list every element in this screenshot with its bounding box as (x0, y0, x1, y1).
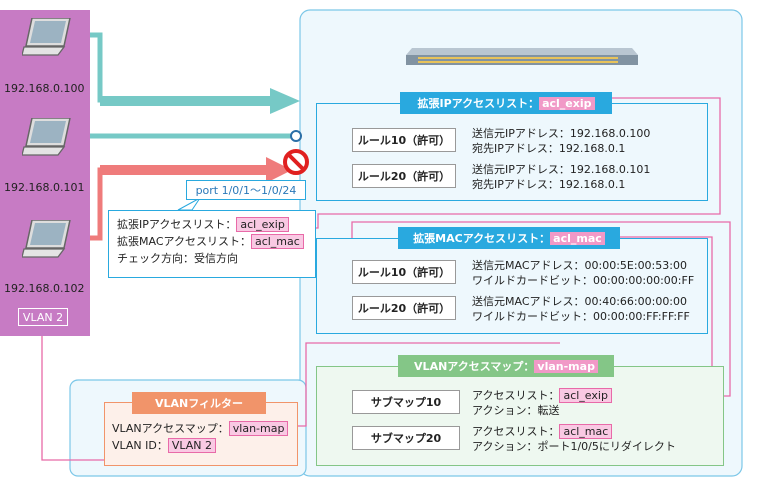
mac-rule-10-wildcard: ワイルドカードビット：00:00:00:00:00:FF (472, 274, 695, 287)
host-ip-1: 192.168.0.100 (4, 82, 85, 95)
pass-circle (290, 130, 302, 142)
vlan-filter-map-value: vlan-map (228, 421, 289, 436)
vlan-map-header-label: VLANアクセスマップ： (414, 360, 535, 373)
ip-rule-10-details: 送信元IPアドレス：192.168.0.100 宛先IPアドレス：192.168… (472, 126, 650, 156)
port-callout-title: port 1/0/1～1/0/24 (186, 180, 306, 200)
vlan-map-header: VLANアクセスマップ：vlan-map (398, 355, 614, 377)
ip-acl-header: 拡張IPアクセスリスト：acl_exip (400, 92, 612, 114)
check-direction: チェック方向：受信方向 (117, 252, 238, 265)
ip-acl-header-value: acl_exip (539, 96, 595, 110)
submap-20-acl-value: acl_mac (559, 424, 613, 439)
arrow-teal-1-shaft (100, 96, 270, 106)
submap-10-acl-value: acl_exip (559, 388, 612, 403)
ip-rule-20-dst: 宛先IPアドレス：192.168.0.1 (472, 178, 626, 191)
laptop-icon (21, 117, 76, 156)
host-ip-3: 192.168.0.102 (4, 282, 85, 295)
mac-rule-10-src: 送信元MACアドレス：00:00:5E:00:53:00 (472, 259, 687, 272)
submap-10-details: アクセスリスト：acl_exip アクション：転送 (472, 388, 612, 418)
mac-rule-20-details: 送信元MACアドレス：00:40:66:00:00:00 ワイルドカードビット：… (472, 294, 690, 324)
submap-10: サブマップ10 (352, 390, 460, 414)
ip-acl-header-label: 拡張IPアクセスリスト： (417, 97, 540, 110)
port-callout: 拡張IPアクセスリスト：acl_exip 拡張MACアクセスリスト：acl_ma… (108, 210, 316, 278)
ip-rule-10: ルール10（許可） (352, 128, 456, 152)
mac-acl-header: 拡張MACアクセスリスト：acl_mac (398, 227, 620, 249)
mac-acl-header-label: 拡張MACアクセスリスト： (413, 232, 551, 245)
arrow-red-shaft (100, 165, 270, 175)
submap-20-action: アクション：ポート1/0/5にリダイレクト (472, 440, 676, 453)
mac-rule-20-wildcard: ワイルドカードビット：00:00:00:FF:FF:FF (472, 310, 690, 323)
ip-acl-label: 拡張IPアクセスリスト： (117, 218, 237, 231)
vlan-filter-id-label: VLAN ID： (112, 439, 168, 452)
ip-acl-value: acl_exip (236, 217, 289, 232)
arrow-red-head (266, 157, 292, 183)
submap-20-acl-label: アクセスリスト： (472, 425, 560, 438)
vlan-filter-map-label: VLANアクセスマップ： (112, 422, 229, 435)
ip-rule-10-dst: 宛先IPアドレス：192.168.0.1 (472, 142, 626, 155)
vlan-filter-details: VLANアクセスマップ：vlan-map VLAN ID：VLAN 2 (112, 420, 289, 454)
ip-rule-10-src: 送信元IPアドレス：192.168.0.100 (472, 127, 651, 140)
mac-rule-20: ルール20（許可） (352, 296, 456, 320)
host-ip-2: 192.168.0.101 (4, 181, 85, 194)
block-icon (283, 149, 309, 175)
laptop-icon (21, 17, 76, 56)
host1-line (77, 32, 260, 103)
mac-acl-header-value: acl_mac (550, 231, 605, 245)
submap-20-details: アクセスリスト：acl_mac アクション：ポート1/0/5にリダイレクト (472, 424, 676, 454)
mac-acl-value: acl_mac (250, 234, 304, 249)
mac-acl-label: 拡張MACアクセスリスト： (117, 235, 251, 248)
vlan-map-header-value: vlan-map (534, 359, 598, 373)
mac-rule-20-src: 送信元MACアドレス：00:40:66:00:00:00 (472, 295, 688, 308)
vlan-filter-id-value: VLAN 2 (167, 438, 217, 453)
vlan-badge: VLAN 2 (18, 308, 68, 326)
mac-rule-10: ルール10（許可） (352, 260, 456, 284)
arrow-teal-1-head (270, 88, 300, 114)
switch-icon (406, 48, 638, 65)
submap-10-action: アクション：転送 (472, 404, 560, 417)
submap-20: サブマップ20 (352, 426, 460, 450)
laptop-icon (21, 219, 76, 258)
ip-rule-20: ルール20（許可） (352, 164, 456, 188)
vlan-filter-title: VLANフィルター (132, 392, 266, 414)
ip-rule-20-details: 送信元IPアドレス：192.168.0.101 宛先IPアドレス：192.168… (472, 162, 650, 192)
submap-10-acl-label: アクセスリスト： (472, 389, 560, 402)
mac-rule-10-details: 送信元MACアドレス：00:00:5E:00:53:00 ワイルドカードビット：… (472, 258, 694, 288)
host-panel (0, 10, 90, 336)
ip-rule-20-src: 送信元IPアドレス：192.168.0.101 (472, 163, 651, 176)
